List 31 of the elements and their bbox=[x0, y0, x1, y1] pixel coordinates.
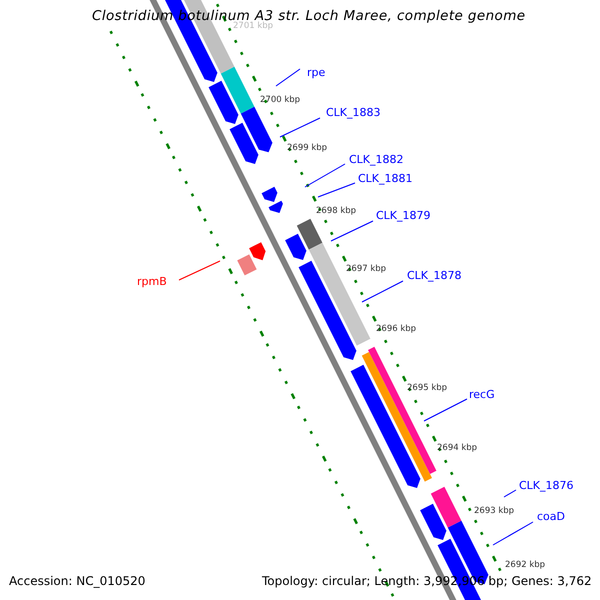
leader-line bbox=[492, 522, 534, 546]
leader-line bbox=[280, 118, 320, 138]
leader-line bbox=[504, 490, 516, 498]
scale-label: 2694 kbp bbox=[437, 444, 478, 452]
gene-label: recG bbox=[469, 389, 495, 400]
scale-label: 2699 kbp bbox=[287, 144, 328, 152]
leader-line bbox=[318, 182, 356, 198]
leader-line bbox=[304, 164, 346, 188]
leader-line bbox=[362, 280, 404, 302]
scale-label: 2701 kbp bbox=[233, 22, 274, 30]
leader-line bbox=[330, 220, 374, 242]
gene-label: CLK_1878 bbox=[407, 270, 462, 281]
gene-label: coaD bbox=[537, 511, 565, 522]
gene-label: CLK_1879 bbox=[376, 210, 431, 221]
scale-label: 2692 kbp bbox=[505, 561, 546, 570]
gene-label: CLK_1882 bbox=[349, 154, 404, 165]
scale-label: 2697 kbp bbox=[346, 265, 386, 274]
leader-line bbox=[178, 260, 220, 280]
scale-label: 2693 kbp bbox=[474, 507, 514, 516]
scale-label: 2698 kbp bbox=[316, 207, 356, 216]
gene-label: rpmB bbox=[137, 276, 167, 287]
scale-label: 2695 kbp bbox=[407, 384, 448, 392]
scale-label: 2700 kbp bbox=[260, 96, 300, 104]
leader-line bbox=[276, 68, 300, 86]
scale-label: 2696 kbp bbox=[376, 325, 416, 334]
gene-label: CLK_1876 bbox=[519, 480, 574, 491]
gene-label: CLK_1881 bbox=[358, 173, 413, 184]
footer-text: Accession: NC_010520 bbox=[9, 575, 146, 587]
gene-label: rpe bbox=[307, 67, 326, 78]
leader-line bbox=[424, 398, 468, 422]
gene-label: CLK_1883 bbox=[326, 107, 381, 118]
